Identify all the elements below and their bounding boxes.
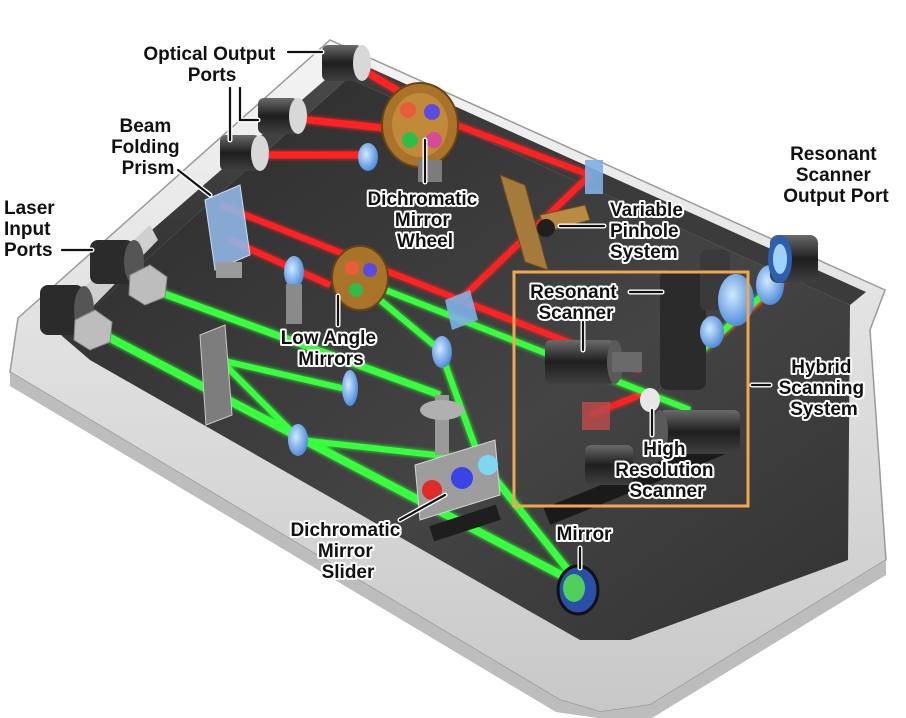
green-beam [217,357,303,443]
variable-pinhole-system [499,160,603,271]
red-beam [218,202,462,303]
label-optical-output-ports: Optical Output Ports [143,44,280,86]
output-port [322,45,371,81]
green-beam [219,357,351,393]
steering-mirror [199,324,233,426]
green-beam [93,326,582,589]
scan-mirror [640,388,660,412]
label-resonant-scanner: Resonant Scanner [530,282,622,324]
optical-output-ports [220,45,371,171]
lens [288,424,308,456]
bottom-mirror [556,564,600,616]
label-laser-input-ports: Laser Input Ports [4,198,60,261]
leader-lines [59,49,773,571]
beam-folding-prism [204,184,251,278]
hybrid-rail [543,433,736,525]
label-dichromatic-mirror-wheel: Dichromatic Mirror Wheel [367,189,482,252]
dichromatic-mirror-wheel [358,82,459,182]
post-base [420,400,464,420]
resonant-scanner-output-port [768,235,818,283]
output-port [258,98,307,134]
label-variable-pinhole-system: Variable Pinhole System [610,200,688,263]
low-angle-mirrors [284,245,478,330]
high-resolution-scanner-motor [585,410,740,485]
green-beam [138,281,442,399]
mid-optics [199,324,464,456]
labels: Optical Output Ports Beam Folding Prism … [2,42,891,585]
lens [342,370,358,406]
enclosure-floor [62,78,850,640]
input-hex-mount [128,264,168,306]
pinhole-plate [582,402,610,430]
label-low-angle-mirrors: Low Angle Mirrors [281,328,382,370]
laser-input-ports [40,225,168,351]
enclosure-inner-wall-right [348,58,866,305]
label-mirror: Mirror [557,524,613,545]
lens [432,336,452,368]
output-port [220,135,269,171]
label-resonant-scanner-output-port: Resonant Scanner Output Port [783,144,889,207]
label-dichromatic-mirror-slider: Dichromatic Mirror Slider [290,520,405,583]
label-hybrid-scanning-system: Hybrid Scanning System [779,357,870,420]
label-high-resolution-scanner: High Resolution Scanner [615,439,718,502]
green-beam [358,277,692,413]
input-hex-mount [73,309,113,351]
resonant-scanner-motor [545,340,642,384]
hybrid-scanning-highlight-box [512,270,750,508]
label-beam-folding-prism: Beam Folding Prism [111,116,185,179]
